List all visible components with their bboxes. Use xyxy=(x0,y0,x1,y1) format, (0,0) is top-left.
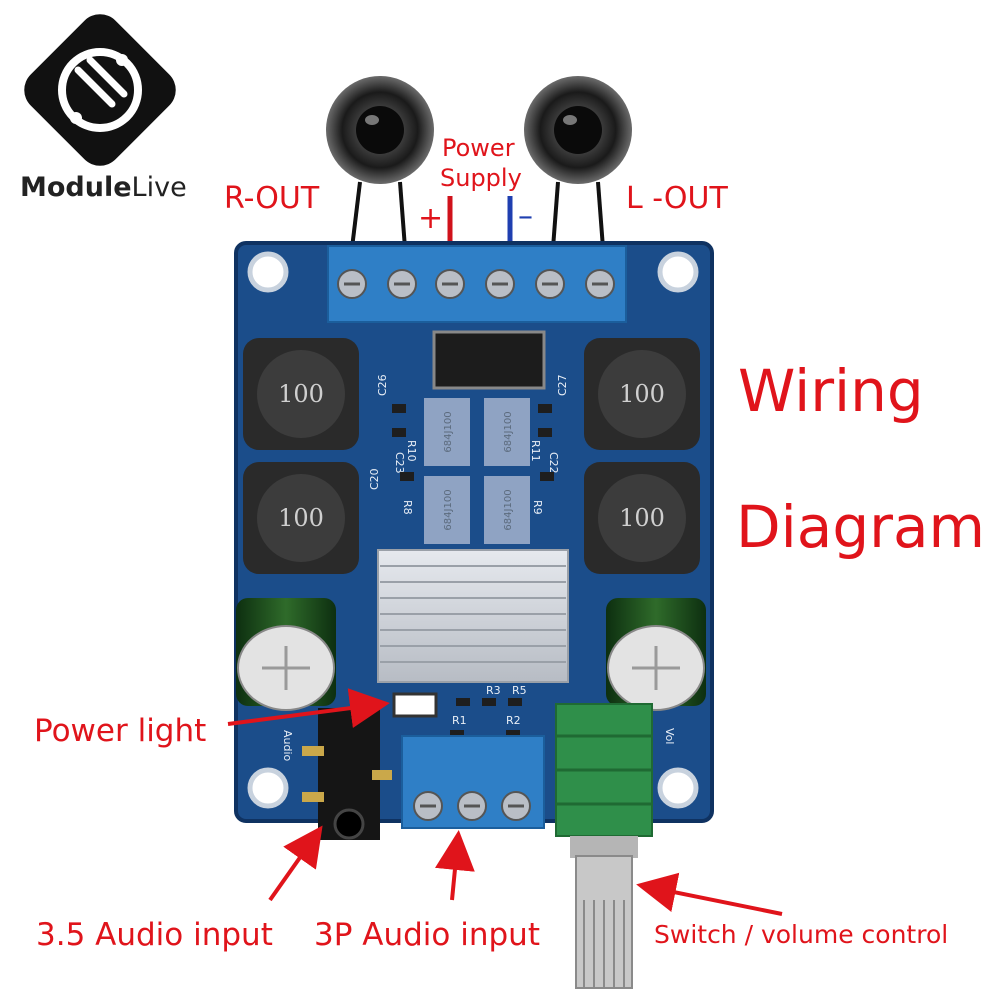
capacitor-marking: 684J100 xyxy=(503,411,514,452)
volume-control-label: Switch / volume control xyxy=(654,920,949,949)
smd-components xyxy=(392,404,554,738)
power-led xyxy=(392,692,438,718)
r-out-label: R-OUT xyxy=(224,181,320,216)
svg-text:C27: C27 xyxy=(556,374,569,396)
svg-text:Audio: Audio xyxy=(281,730,294,762)
brand-logo xyxy=(24,14,176,166)
electrolytic-capacitors xyxy=(236,598,706,711)
minus-sign: – xyxy=(518,199,533,234)
inductor-marking: 100 xyxy=(619,380,665,408)
capacitor-marking: 684J100 xyxy=(443,489,454,530)
speaker-right xyxy=(326,76,434,184)
output-terminal-block xyxy=(327,245,627,323)
svg-text:R9: R9 xyxy=(531,500,544,515)
svg-text:R11: R11 xyxy=(529,440,542,462)
power-supply-label-line1: Power xyxy=(442,134,515,162)
svg-text:C23: C23 xyxy=(393,452,406,474)
speaker-wires xyxy=(350,181,605,249)
film-capacitors: 684J100 684J100 684J100 684J100 xyxy=(424,398,530,544)
heatsink xyxy=(377,549,569,683)
svg-text:Vol: Vol xyxy=(663,728,676,744)
power-light-label: Power light xyxy=(34,713,207,749)
power-supply-label-line2: Supply xyxy=(440,164,522,192)
audio-3p-label: 3P Audio input xyxy=(314,917,540,953)
inductor-marking: 100 xyxy=(278,380,324,408)
svg-text:C26: C26 xyxy=(376,374,389,396)
svg-text:R1: R1 xyxy=(452,714,467,727)
brand-name: ModuleLive xyxy=(20,172,187,203)
audio-jack xyxy=(302,708,392,840)
title-diagram: Diagram xyxy=(736,493,986,561)
svg-text:C22: C22 xyxy=(547,452,560,474)
inductors: 100 100 100 100 xyxy=(243,338,700,574)
svg-text:R5: R5 xyxy=(512,684,527,697)
plus-sign: + xyxy=(418,201,444,236)
svg-text:R2: R2 xyxy=(506,714,521,727)
diode xyxy=(432,330,546,390)
svg-text:C20: C20 xyxy=(368,468,381,490)
input-terminal-block xyxy=(401,735,545,829)
inductor-marking: 100 xyxy=(278,504,324,532)
audio-jack-label: 3.5 Audio input xyxy=(36,917,273,953)
capacitor-marking: 684J100 xyxy=(443,411,454,452)
volume-potentiometer xyxy=(555,703,653,989)
svg-text:R10: R10 xyxy=(405,440,418,462)
svg-text:R3: R3 xyxy=(486,684,501,697)
svg-text:R8: R8 xyxy=(401,500,414,515)
speaker-left xyxy=(524,76,632,184)
l-out-label: L -OUT xyxy=(626,181,728,216)
inductor-marking: 100 xyxy=(619,504,665,532)
callout-arrows xyxy=(227,688,783,916)
silkscreen-labels: C26 C27 C20 R10 R11 R8 R9 C23 C22 R1 R2 … xyxy=(281,374,676,761)
capacitor-marking: 684J100 xyxy=(503,489,514,530)
title-wiring: Wiring xyxy=(738,357,924,425)
